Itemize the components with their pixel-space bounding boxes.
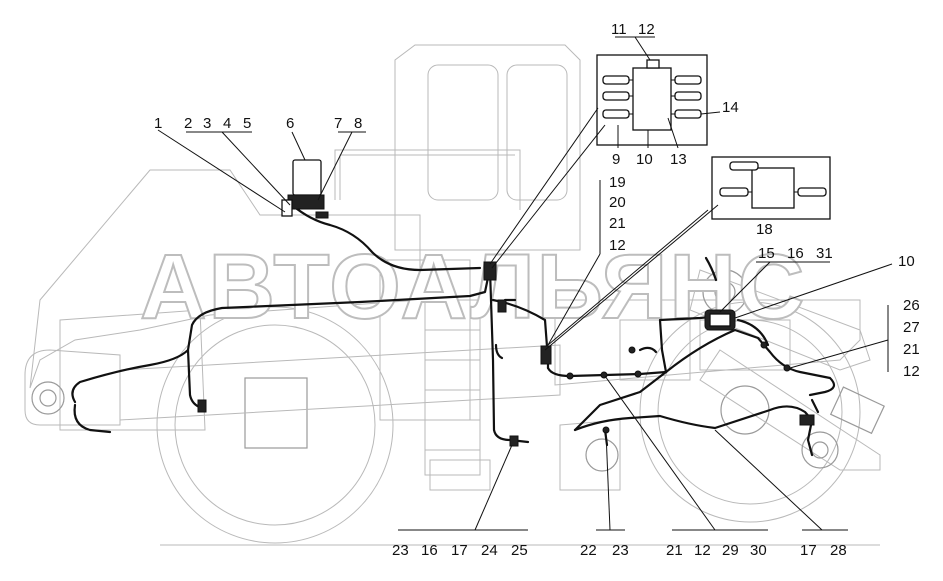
label-13: 13 — [670, 151, 687, 168]
label-14: 14 — [722, 99, 739, 116]
label-26: 26 — [903, 297, 920, 314]
label-19: 19 — [609, 174, 626, 191]
label-bottom-17b: 17 — [800, 542, 817, 559]
rear-hood — [29, 169, 421, 389]
harness-lubrication — [290, 203, 482, 272]
harness-rear — [71, 266, 492, 404]
machine-outline — [24, 44, 885, 546]
label-bottom-22: 22 — [580, 542, 597, 559]
label-bottom-12: 12 — [694, 542, 711, 559]
front-wheel — [639, 301, 861, 523]
label-bottom-23a: 23 — [392, 542, 409, 559]
cab — [394, 44, 581, 251]
label-27: 27 — [903, 319, 920, 336]
pump-bracket — [281, 199, 293, 217]
callout-labels: 1 2 3 4 5 6 7 8 11 12 9 10 13 14 18 19 2… — [154, 21, 920, 559]
label-10-right: 10 — [898, 253, 915, 270]
label-bottom-25: 25 — [511, 542, 528, 559]
label-4: 4 — [223, 115, 231, 132]
rear-hub — [244, 377, 308, 449]
label-12-right: 12 — [903, 363, 920, 380]
label-bottom-21: 21 — [666, 542, 683, 559]
label-7: 7 — [334, 115, 342, 132]
watermark-text: АВТОАЛЬЯНС — [140, 236, 806, 338]
label-bottom-24: 24 — [481, 542, 498, 559]
ladder — [424, 299, 481, 476]
label-10-detail: 10 — [636, 151, 653, 168]
label-11: 11 — [611, 21, 627, 38]
lift-arm — [689, 269, 871, 371]
label-bottom-30: 30 — [750, 542, 767, 559]
label-bottom-29: 29 — [722, 542, 739, 559]
wiring-harness — [71, 203, 836, 457]
valve-body-a — [632, 67, 672, 131]
label-1: 1 — [154, 115, 162, 132]
label-18: 18 — [756, 221, 773, 238]
lube-pump — [292, 159, 322, 196]
valve-body-b — [751, 167, 795, 209]
label-8: 8 — [354, 115, 362, 132]
label-15: 15 — [758, 245, 775, 262]
label-31: 31 — [816, 245, 833, 262]
label-bottom-17a: 17 — [451, 542, 468, 559]
label-5: 5 — [243, 115, 251, 132]
label-16-mid: 16 — [787, 245, 804, 262]
label-bottom-28: 28 — [830, 542, 847, 559]
label-bottom-16: 16 — [421, 542, 438, 559]
label-21-mid: 21 — [609, 215, 626, 232]
label-20: 20 — [609, 194, 626, 211]
rear-wheel — [156, 306, 394, 544]
label-12-top: 12 — [638, 21, 655, 38]
label-12-mid: 12 — [609, 237, 626, 254]
components — [197, 54, 831, 447]
label-21-right: 21 — [903, 341, 920, 358]
label-3: 3 — [203, 115, 211, 132]
label-9: 9 — [612, 151, 620, 168]
leader-lines — [157, 36, 893, 531]
label-2: 2 — [184, 115, 192, 132]
label-6: 6 — [286, 115, 294, 132]
label-bottom-23b: 23 — [612, 542, 629, 559]
